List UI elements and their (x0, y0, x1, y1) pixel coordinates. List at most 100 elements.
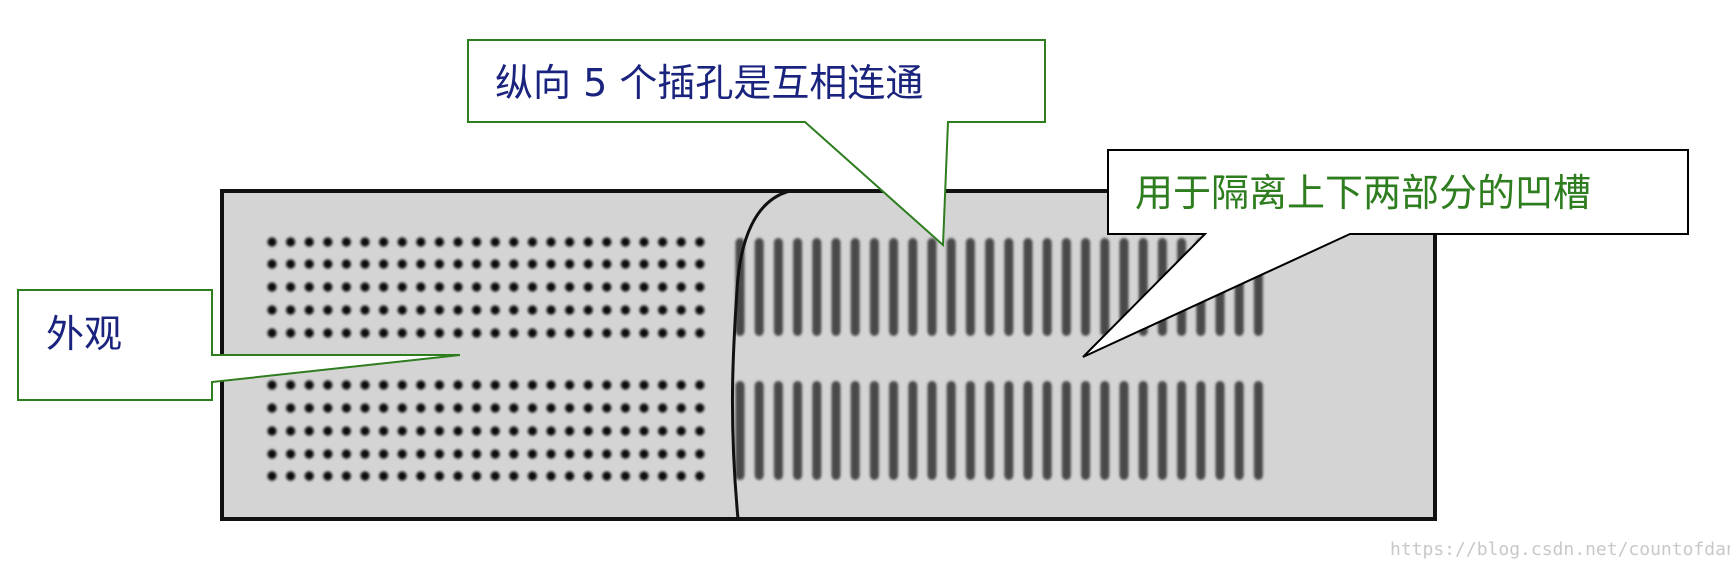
breadboard-hole (546, 282, 556, 292)
breadboard-hole (397, 305, 407, 315)
breadboard-hole (676, 305, 686, 315)
connection-strip (1004, 381, 1014, 480)
breadboard-hole (583, 328, 593, 338)
breadboard-hole (341, 259, 351, 269)
breadboard-hole (676, 328, 686, 338)
breadboard-hole (565, 282, 575, 292)
connection-strip (754, 381, 764, 480)
breadboard-hole (323, 259, 333, 269)
breadboard-hole (527, 426, 538, 436)
breadboard-hole (602, 426, 612, 436)
breadboard-hole (490, 237, 500, 247)
connection-strip (1234, 381, 1244, 480)
breadboard-hole (658, 259, 668, 269)
breadboard-hole (379, 305, 389, 315)
breadboard-hole (360, 403, 370, 413)
breadboard-hole (379, 259, 389, 269)
breadboard-hole (472, 259, 482, 269)
breadboard-hole (602, 259, 612, 269)
connection-strip (1100, 238, 1110, 336)
breadboard-hole (453, 403, 463, 413)
breadboard-hole (453, 305, 463, 315)
breadboard-hole (546, 471, 556, 481)
breadboard-hole (286, 380, 296, 390)
connection-strip (965, 381, 975, 480)
connection-strip (1061, 381, 1071, 480)
breadboard-hole (527, 403, 538, 413)
breadboard-hole (472, 237, 482, 247)
callout-appearance: 外观 (17, 289, 461, 401)
breadboard-hole (453, 471, 463, 481)
breadboard-hole (620, 282, 631, 292)
connection-strip (1177, 381, 1187, 480)
breadboard-hole (434, 259, 444, 269)
breadboard-hole (583, 259, 593, 269)
breadboard-hole (323, 426, 333, 436)
breadboard-hole (304, 328, 314, 338)
breadboard-hole (602, 471, 612, 481)
breadboard-hole (341, 305, 351, 315)
breadboard-hole (472, 426, 482, 436)
connection-strip (908, 238, 918, 336)
connection-strip (812, 381, 822, 480)
connection-strip (889, 238, 899, 336)
breadboard-hole (565, 237, 575, 247)
callout-appearance-label: 外观 (46, 312, 122, 356)
connection-strip (1042, 381, 1052, 480)
breadboard-hole (490, 449, 500, 459)
connection-strip (889, 381, 899, 480)
breadboard-hole (341, 380, 351, 390)
breadboard-hole (397, 328, 407, 338)
callout-vertical-connection: 纵向 5 个插孔是互相连通 (467, 39, 1046, 248)
breadboard-hole (676, 449, 686, 459)
breadboard-hole (620, 305, 631, 315)
breadboard-hole (379, 282, 389, 292)
breadboard-hole (286, 259, 296, 269)
breadboard-hole (267, 471, 277, 481)
breadboard-hole (620, 328, 631, 338)
breadboard-hole (360, 449, 370, 459)
breadboard-hole (379, 237, 389, 247)
breadboard-hole (490, 471, 500, 481)
breadboard-hole (620, 237, 631, 247)
connection-strip (985, 238, 995, 336)
breadboard-hole (676, 380, 686, 390)
breadboard-hole (695, 282, 705, 292)
breadboard-hole (472, 328, 482, 338)
breadboard-hole (695, 305, 705, 315)
breadboard-hole (286, 237, 296, 247)
breadboard-hole (676, 403, 686, 413)
connection-strip (1023, 381, 1033, 480)
connection-strip (831, 381, 841, 480)
breadboard-hole (267, 259, 277, 269)
breadboard-hole (434, 305, 444, 315)
breadboard-hole (583, 471, 593, 481)
breadboard-hole (304, 426, 314, 436)
breadboard-hole (527, 449, 538, 459)
breadboard-hole (639, 282, 649, 292)
breadboard-hole (546, 328, 556, 338)
breadboard-hole (583, 282, 593, 292)
breadboard-hole (304, 471, 314, 481)
breadboard-hole (304, 403, 314, 413)
connection-strip (1253, 381, 1263, 480)
breadboard-hole (286, 328, 296, 338)
breadboard-hole (490, 403, 500, 413)
breadboard-hole (341, 282, 351, 292)
breadboard-hole (341, 471, 351, 481)
connection-strip (1023, 238, 1033, 336)
breadboard-hole (304, 237, 314, 247)
breadboard-hole (304, 282, 314, 292)
breadboard-hole (304, 305, 314, 315)
breadboard-hole (583, 403, 593, 413)
breadboard-hole (676, 426, 686, 436)
connection-strip (793, 238, 803, 336)
breadboard-hole (565, 426, 575, 436)
connection-strip (735, 381, 745, 480)
breadboard-hole (565, 380, 575, 390)
connection-strip (1004, 238, 1014, 336)
breadboard-hole (546, 259, 556, 269)
breadboard-hole (416, 471, 426, 481)
connection-strip (1119, 381, 1129, 480)
